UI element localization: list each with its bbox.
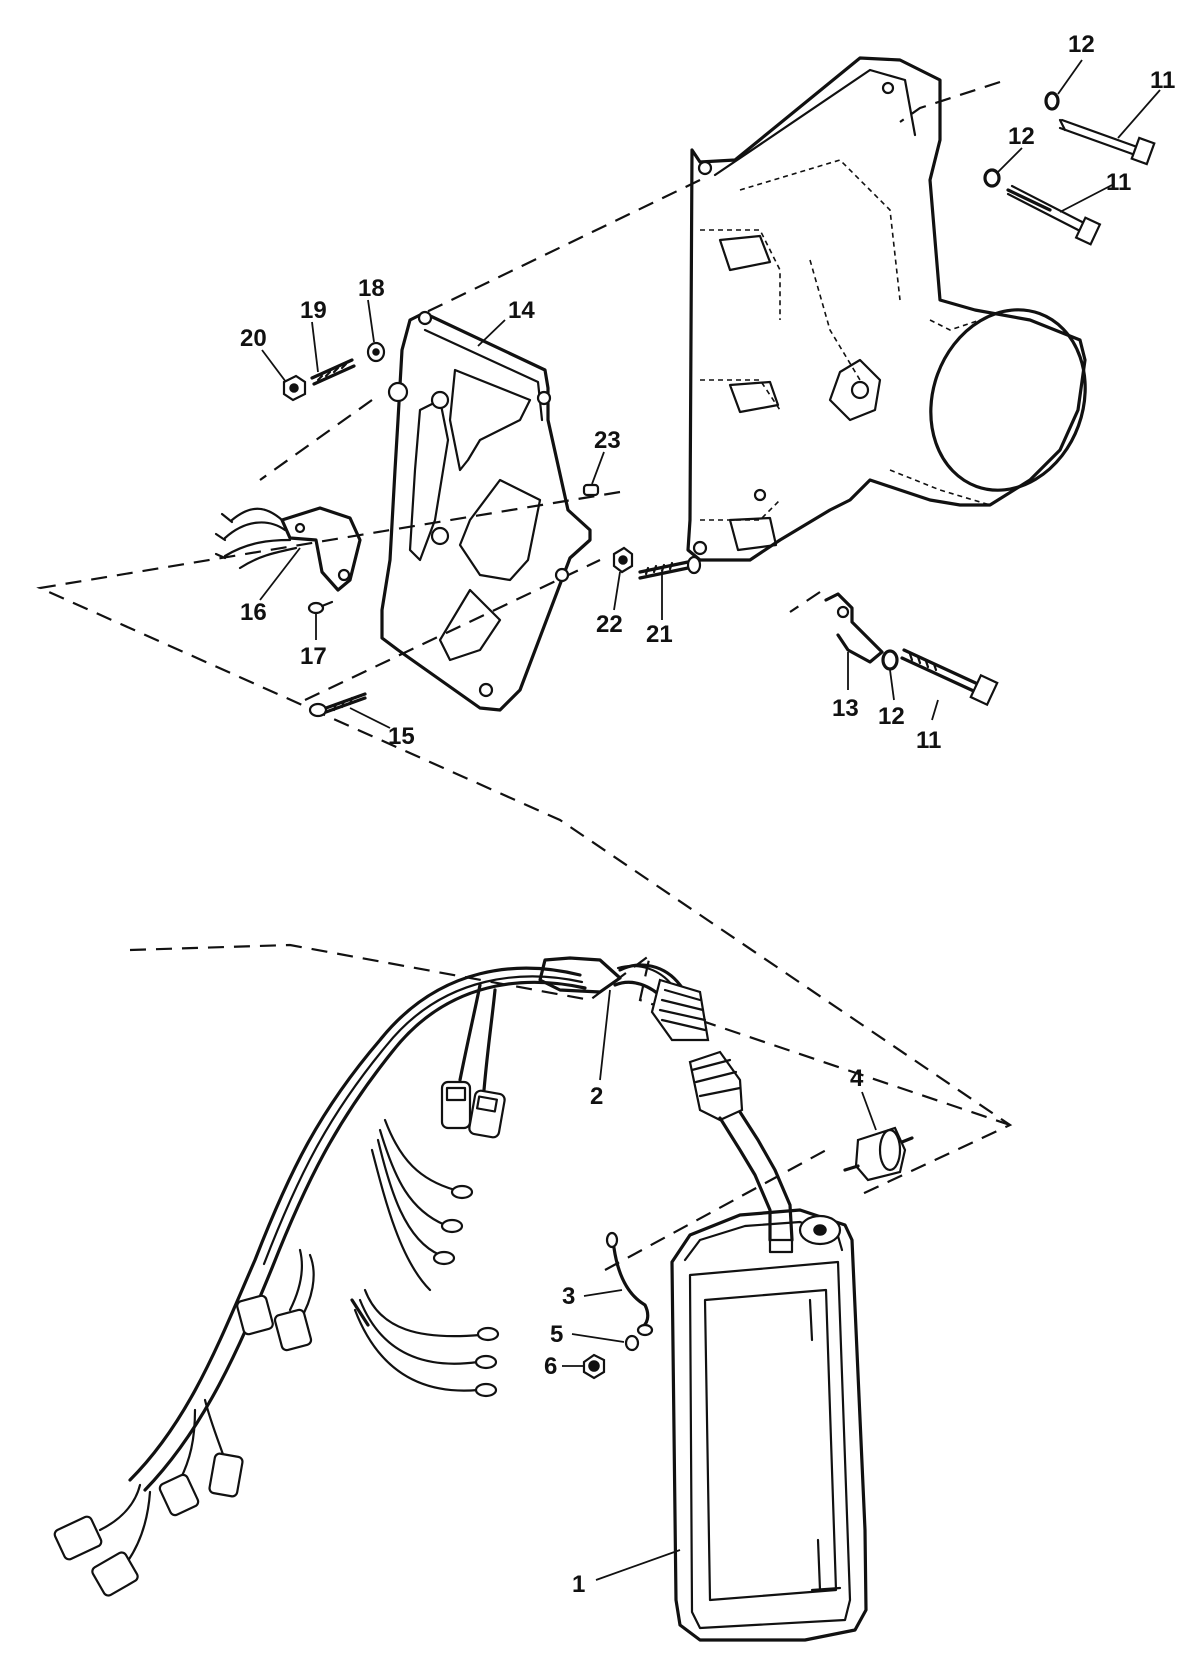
callout-23: 23 [594,427,621,454]
harness-connector [650,978,710,1042]
callout-19: 19 [300,297,327,324]
callout-1: 1 [572,1571,585,1598]
stud-19 [310,358,356,386]
connector-plug-f [91,1551,139,1597]
callout-20: 20 [240,325,267,352]
callout-12-middle: 12 [1008,123,1035,150]
bolt-11-lower [900,648,999,707]
callout-6: 6 [544,1353,557,1380]
callout-14: 14 [508,297,535,324]
washer-18-hole [372,348,380,356]
callout-21: 21 [646,621,673,648]
callout-13: 13 [832,695,859,722]
callout-12-lower: 12 [878,703,905,730]
callout-5: 5 [550,1321,563,1348]
leader-lines [259,59,1161,1581]
callout-17: 17 [300,643,327,670]
connector-plug-e [53,1515,103,1561]
screw-17 [307,600,334,615]
flywheel-housing [686,56,1087,562]
sensor-plug-left [440,1080,472,1130]
screw-21 [638,555,702,580]
nut-6 [582,1353,606,1380]
clamp-13 [824,592,884,664]
mounting-plate [380,310,592,712]
nut-22 [612,546,634,574]
callout-22: 22 [596,611,623,638]
pin-23 [582,483,600,497]
rubber-mount-4 [843,1126,914,1182]
connector-plug-b [273,1308,313,1352]
connector-plug-a [236,1294,274,1336]
ground-strap-3 [605,1231,654,1337]
callout-15: 15 [388,723,415,750]
callout-labels: 12 11 12 11 18 19 20 14 23 16 17 22 21 1… [240,31,1175,1598]
wiring-harness [53,956,794,1597]
washer-12-upper [1044,91,1060,111]
connector-plug-d [158,1473,200,1517]
callout-2: 2 [590,1083,603,1110]
nut-20 [282,374,307,402]
callout-4: 4 [850,1065,864,1092]
callout-11-upper: 11 [1150,67,1175,94]
ignition-module [670,1208,868,1642]
bolt-11-upper [1058,118,1156,166]
screw-15 [308,692,367,718]
callout-18: 18 [358,275,385,302]
washer-12-middle [983,168,1001,188]
connector-plug-c [208,1452,244,1498]
washer-12-lower [881,649,899,671]
callout-11-lower: 11 [916,727,941,754]
module-connector [688,1050,794,1254]
callout-11-middle: 11 [1106,169,1131,196]
ground-bracket-16 [214,506,362,592]
bolt-11-middle [1006,184,1102,246]
sensor-plug-right [468,1089,506,1139]
callout-3: 3 [562,1283,575,1310]
callout-12-upper: 12 [1068,31,1095,58]
callout-16: 16 [240,599,267,626]
washer-5 [624,1334,640,1352]
